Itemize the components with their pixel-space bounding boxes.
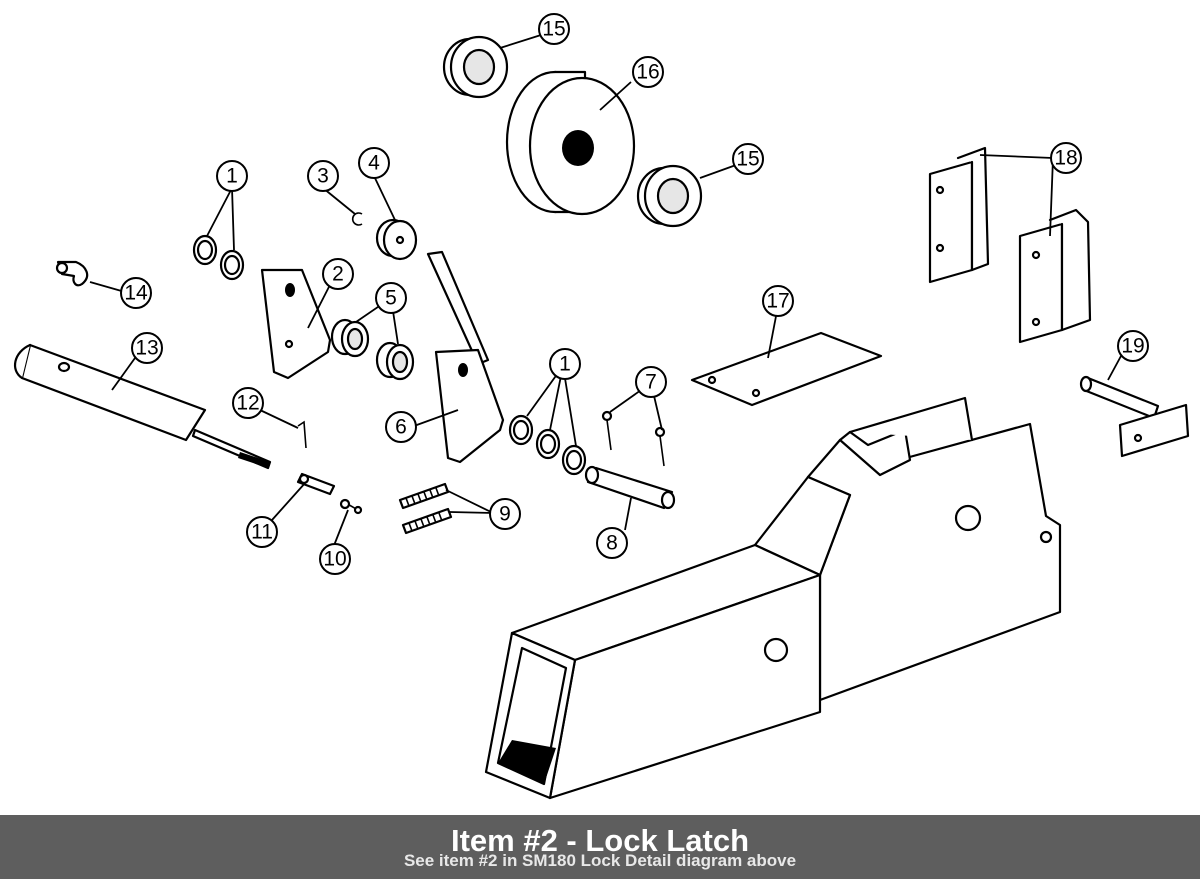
shaft-bracket [1079,375,1190,458]
svg-text:4: 4 [368,152,380,175]
flat-plate [690,331,883,407]
roller [375,218,418,261]
callout-17: 17 [762,285,794,317]
callout-14: 14 [120,277,152,309]
callout-12: 12 [232,387,264,419]
callouts: 1 1 2 3 4 5 6 7 8 9 10 11 12 13 14 15 15… [120,13,1149,575]
callout-4: 4 [358,147,390,179]
bushing-right [636,164,703,228]
callout-8: 8 [596,527,628,559]
svg-text:16: 16 [636,61,659,84]
svg-text:15: 15 [736,148,759,171]
svg-text:14: 14 [124,282,148,305]
lock-latch-plate [260,268,332,380]
washers-left [192,234,245,281]
svg-text:13: 13 [135,337,158,360]
svg-text:9: 9 [499,503,511,526]
svg-text:12: 12 [236,392,259,415]
bushing-top [442,35,509,99]
svg-text:2: 2 [332,263,344,286]
callout-19: 19 [1117,330,1149,362]
callout-18: 18 [1050,142,1082,174]
hairpin-clip [297,420,307,449]
svg-text:8: 8 [606,532,618,555]
callout-3: 3 [307,160,339,192]
caption-title: Item #2 - Lock Latch [450,823,750,858]
hinge-bracket-right [1018,208,1092,344]
caption-bar: Item #2 - Lock Latch See item #2 in SM18… [0,815,1200,879]
caption-subtitle: See item #2 in SM180 Lock Detail diagram… [403,851,797,870]
callout-15a: 15 [538,13,570,45]
callout-7: 7 [635,366,667,398]
clevis-pin [584,465,676,510]
exploded-parts-diagram: 1 1 2 3 4 5 6 7 8 9 10 11 12 13 14 15 15… [13,13,1190,800]
main-frame-tube [484,396,1062,800]
pulley-wheel [505,70,636,216]
washers-center [508,414,587,476]
cotter-pins [601,410,666,467]
callout-16: 16 [632,56,664,88]
handle [13,343,272,470]
callout-9: 9 [489,498,521,530]
svg-text:7: 7 [645,371,657,394]
hook-latch [55,260,89,287]
callout-10: 10 [319,543,351,575]
svg-text:15: 15 [542,18,565,41]
svg-text:18: 18 [1054,147,1077,170]
link-bar [296,472,336,496]
callout-1a: 1 [216,160,248,192]
svg-text:10: 10 [323,548,346,571]
callout-11: 11 [246,516,278,548]
svg-text:5: 5 [385,287,397,310]
svg-text:11: 11 [251,521,273,544]
svg-text:1: 1 [226,165,238,188]
springs [398,482,453,535]
svg-text:6: 6 [395,416,407,439]
svg-text:3: 3 [317,165,329,188]
svg-text:19: 19 [1121,335,1144,358]
spacers [330,318,415,381]
callout-1b: 1 [549,348,581,380]
small-pin [339,498,363,515]
e-clip [351,212,363,226]
svg-text:17: 17 [766,290,789,313]
callout-2: 2 [322,258,354,290]
callout-5: 5 [375,282,407,314]
callout-6: 6 [385,411,417,443]
hinge-bracket-left [928,146,990,284]
lever-arm [426,250,505,464]
svg-text:1: 1 [559,353,571,376]
callout-15b: 15 [732,143,764,175]
callout-13: 13 [131,332,163,364]
